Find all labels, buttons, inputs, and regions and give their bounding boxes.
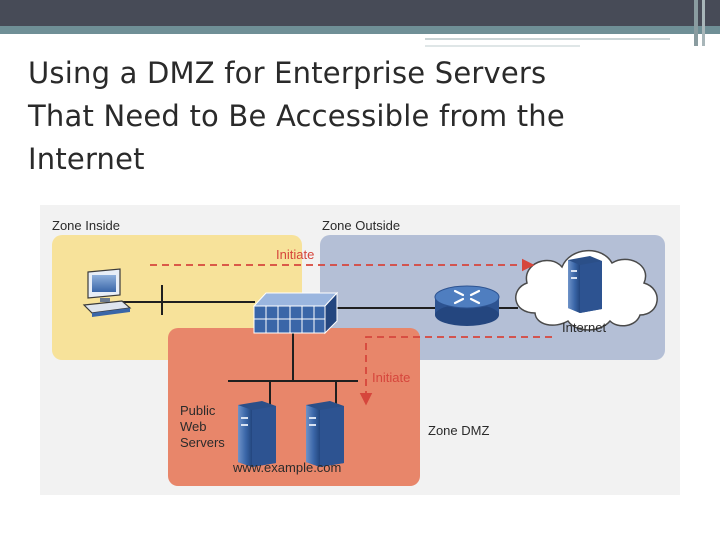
zone-dmz	[168, 328, 420, 486]
slide-title: Using a DMZ for Enterprise Servers That …	[28, 52, 688, 181]
dmz-network-diagram: Zone Inside Zone Outside Zone DMZ Intern…	[40, 205, 680, 495]
zone-outside-label: Zone Outside	[322, 218, 400, 233]
public-web-servers-line: Servers	[180, 435, 225, 450]
firewall-icon	[252, 291, 339, 335]
slide-decor-line	[425, 45, 580, 47]
server-icon	[306, 401, 344, 467]
internet-label: Internet	[562, 320, 606, 335]
initiate-arrow-dmz	[359, 336, 552, 406]
slide-title-line: Internet	[28, 142, 145, 176]
slide-title-line: That Need to Be Accessible from the	[28, 99, 565, 133]
slide-top-bar	[0, 0, 720, 26]
initiate-label-outbound: Initiate	[276, 247, 314, 262]
public-web-servers-line: Web	[180, 419, 207, 434]
slide-accent-stripe	[0, 26, 720, 34]
url-label: www.example.com	[232, 460, 341, 475]
router-icon	[434, 285, 500, 326]
zone-inside-label: Zone Inside	[52, 218, 120, 233]
public-web-servers-label: Public Web Servers	[180, 403, 225, 450]
initiate-label-dmz: Initiate	[372, 370, 410, 385]
zone-dmz-label: Zone DMZ	[428, 423, 489, 438]
slide-title-line: Using a DMZ for Enterprise Servers	[28, 56, 547, 90]
pc-icon	[82, 268, 132, 317]
server-icon	[238, 401, 276, 467]
public-web-servers-line: Public	[180, 403, 216, 418]
server-icon	[568, 256, 602, 313]
slide-corner-mark	[694, 0, 698, 46]
slide-decor-line	[425, 38, 670, 40]
slide-corner-mark	[702, 0, 705, 46]
